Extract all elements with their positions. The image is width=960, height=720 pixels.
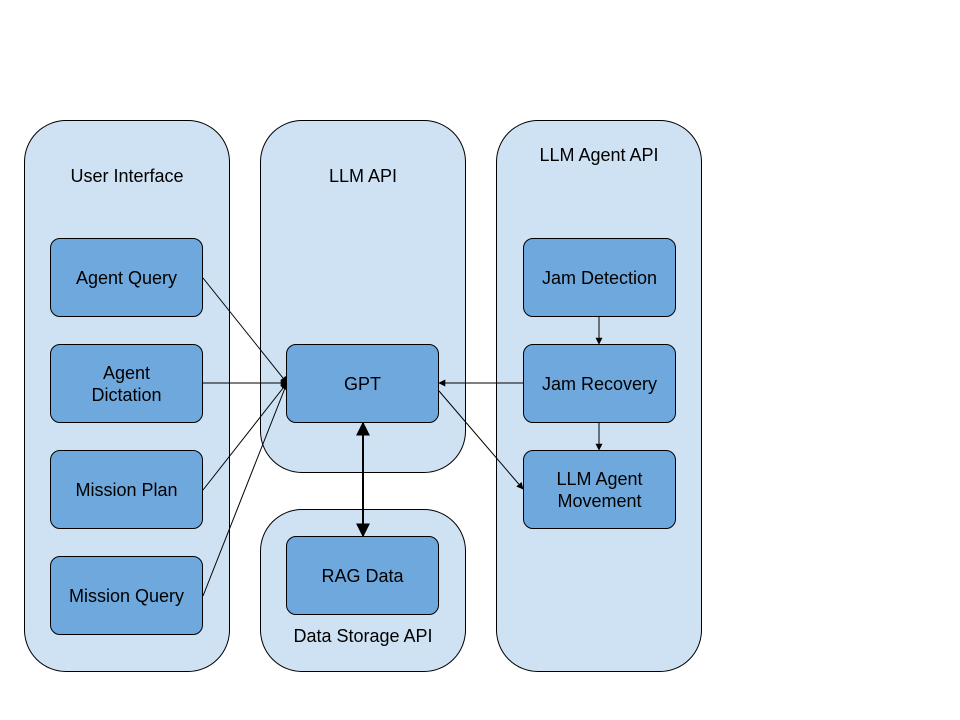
agent-dictation-node: Agent Dictation bbox=[50, 344, 203, 423]
jam-detection-node: Jam Detection bbox=[523, 238, 676, 317]
mission-plan-node: Mission Plan bbox=[50, 450, 203, 529]
gpt-node: GPT bbox=[286, 344, 439, 423]
edge-gpt-to-llm-agent-movement bbox=[438, 390, 524, 490]
user-interface-title: User Interface bbox=[70, 166, 184, 186]
llm-agent-api-title: LLM Agent API bbox=[539, 145, 659, 165]
data-storage-api-title: Data Storage API bbox=[293, 626, 433, 646]
mission-query-node: Mission Query bbox=[50, 556, 203, 635]
llm-agent-movement-node: LLM Agent Movement bbox=[523, 450, 676, 529]
llm-api-title: LLM API bbox=[328, 166, 398, 186]
rag-data-node: RAG Data bbox=[286, 536, 439, 615]
edge-mission-plan-to-gpt bbox=[202, 382, 288, 491]
edge-mission-query-to-gpt bbox=[202, 382, 288, 597]
jam-recovery-node: Jam Recovery bbox=[523, 344, 676, 423]
agent-query-node: Agent Query bbox=[50, 238, 203, 317]
edge-agent-query-to-gpt bbox=[202, 277, 288, 384]
